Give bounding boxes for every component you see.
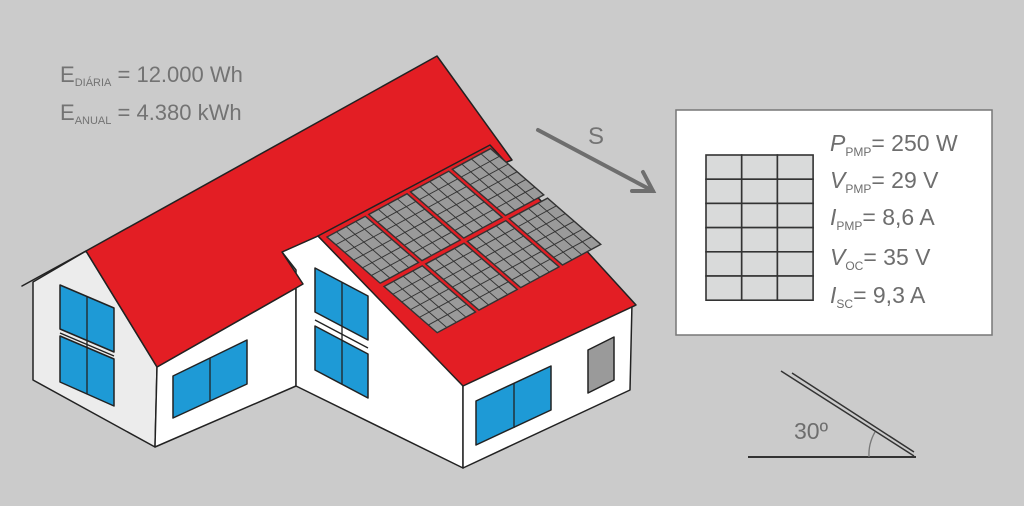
pv-cell — [705, 226, 743, 253]
door — [587, 336, 615, 394]
roof-solar-panel — [382, 264, 477, 334]
pv-cell — [705, 178, 743, 205]
pv-cell — [705, 202, 743, 229]
roof-solar-array — [325, 147, 602, 334]
annual-energy-label: EANUAL = 4.380 kWh — [60, 100, 242, 127]
pv-cell — [705, 154, 743, 181]
spec-pmp-current: IPMP= 8,6 A — [830, 204, 935, 233]
roof-solar-panel — [367, 192, 462, 262]
pv-module-icon — [705, 154, 814, 302]
spec-pmp-power: PPMP= 250 W — [830, 130, 958, 159]
pv-cell — [776, 178, 814, 205]
south-label: S — [588, 123, 605, 150]
pv-cell — [776, 251, 814, 277]
roof-solar-panel — [424, 242, 519, 311]
spec-short-circuit-current: ISC= 9,3 A — [830, 282, 926, 311]
pv-cell — [740, 226, 779, 253]
tilt-angle-label: 30º — [794, 418, 828, 444]
pv-cell — [740, 178, 779, 205]
pv-cell — [740, 154, 779, 181]
pv-cell — [740, 202, 779, 229]
spec-open-circuit-voltage: VOC= 35 V — [830, 244, 931, 273]
pv-cell — [705, 275, 743, 302]
pv-cell — [776, 226, 814, 253]
south-arrow-icon — [536, 128, 657, 193]
spec-pmp-voltage: VPMP= 29 V — [830, 167, 939, 196]
roof-solar-panel — [466, 219, 561, 289]
roof-solar-panel — [409, 170, 504, 239]
pv-cell — [776, 202, 814, 229]
roof-solar-panel — [451, 147, 545, 217]
roof-solar-panel — [325, 215, 420, 285]
pv-cell — [740, 275, 779, 302]
pv-cell — [776, 275, 814, 302]
pv-cell — [740, 251, 779, 277]
roof-solar-panel — [508, 197, 602, 266]
daily-energy-label: EDIÁRIA = 12.000 Wh — [60, 62, 243, 89]
pv-cell — [705, 251, 743, 277]
tilt-angle-icon — [748, 370, 916, 458]
main-roof — [21, 55, 513, 368]
pv-cell — [776, 154, 814, 181]
